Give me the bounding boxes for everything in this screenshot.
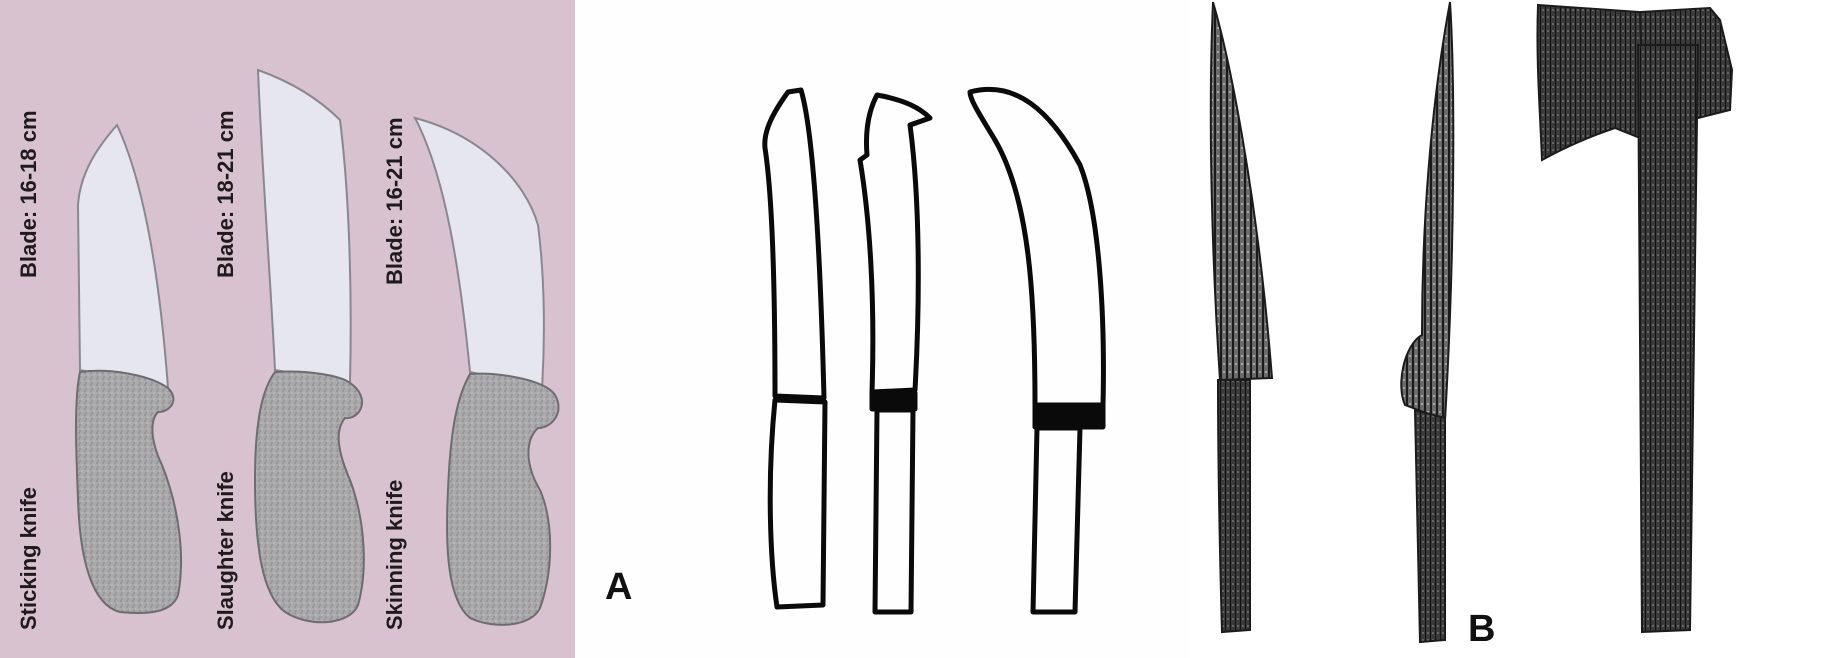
panel-label-b: B: [1468, 610, 1495, 648]
woodcut-axe: [1537, 5, 1732, 632]
skinning-knife-label: Skinning knife: [384, 480, 406, 630]
knife-illustrations: [0, 0, 575, 658]
sticking-knife-blade: [78, 125, 168, 388]
slaughter-knife-blade-length: Blade: 18-21 cm: [215, 110, 237, 278]
slaughter-knife-handle: [255, 372, 364, 623]
outline-knife-3: [970, 89, 1103, 612]
panel-label-a: A: [605, 568, 632, 606]
sticking-knife-label: Sticking knife: [18, 487, 40, 630]
outline-knife-2: [860, 95, 930, 612]
sticking-knife: [76, 125, 181, 613]
skinning-knife-blade: [415, 118, 544, 388]
woodcut-blade-2: [1401, 2, 1453, 642]
slaughter-knife: [255, 70, 364, 622]
knife-types-panel: Blade: 16-18 cm Sticking knife Blade: 18…: [0, 0, 575, 658]
skinning-knife-blade-length: Blade: 16-21 cm: [384, 117, 406, 285]
sticking-knife-blade-length: Blade: 16-18 cm: [18, 110, 40, 278]
skinning-knife: [415, 118, 559, 625]
outline-knife-1: [765, 90, 825, 607]
sticking-knife-handle: [76, 371, 181, 613]
slaughter-knife-blade: [258, 70, 351, 383]
outline-knife-drawings: [575, 0, 1190, 658]
slaughter-knife-label: Slaughter knife: [215, 471, 237, 630]
skinning-knife-handle: [447, 374, 559, 625]
woodcut-tool-drawings: [1190, 0, 1841, 658]
woodcut-blade-1: [1211, 2, 1272, 632]
panel-b-woodcut-tools: B: [1190, 0, 1841, 658]
panel-a-outline-sketches: A: [575, 0, 1190, 658]
